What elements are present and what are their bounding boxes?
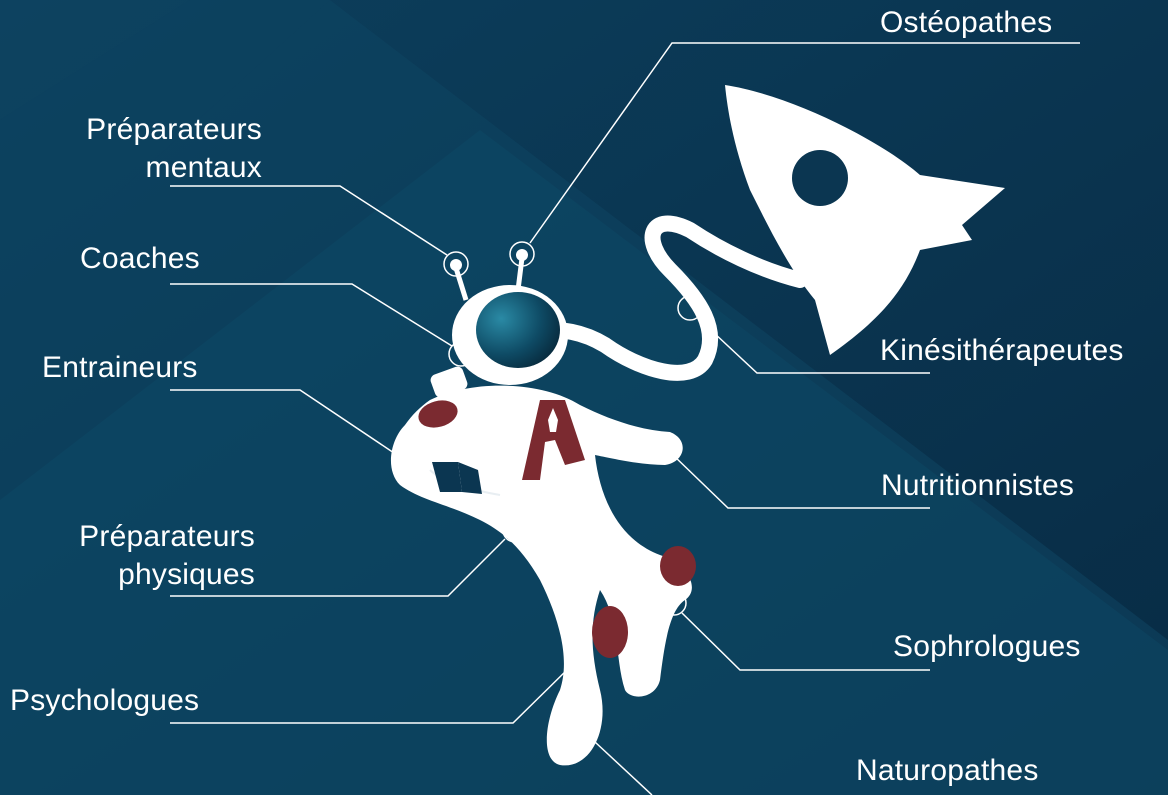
label-naturopathes: Naturopathes	[856, 752, 1039, 790]
label-osteopathes: Ostéopathes	[880, 4, 1052, 42]
label-preparateurs-mentaux-line1: Préparateurs	[60, 111, 262, 149]
label-entraineurs: Entraineurs	[42, 349, 198, 387]
label-kinesitherapeutes: Kinésithérapeutes	[880, 332, 1124, 370]
label-coaches: Coaches	[80, 240, 200, 278]
label-sophrologues: Sophrologues	[893, 628, 1081, 666]
label-psychologues: Psychologues	[10, 682, 199, 720]
label-preparateurs-physiques: Préparateurs physiques	[50, 518, 255, 594]
label-preparateurs-mentaux: Préparateurs mentaux	[60, 111, 262, 187]
label-preparateurs-physiques-line1: Préparateurs	[50, 518, 255, 556]
label-preparateurs-mentaux-line2: mentaux	[60, 149, 262, 187]
label-preparateurs-physiques-line2: physiques	[50, 556, 255, 594]
label-nutritionnistes: Nutritionnistes	[881, 467, 1074, 505]
